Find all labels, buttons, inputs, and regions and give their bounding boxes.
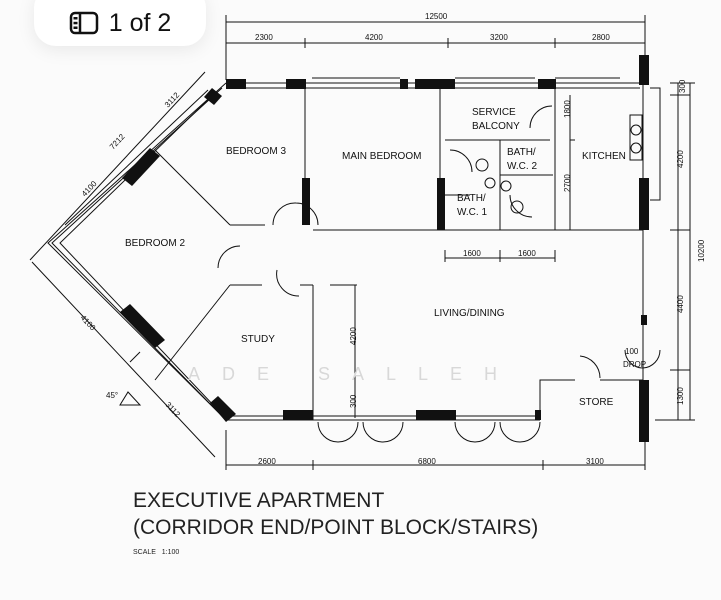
dim-kitchen: 2700 (563, 174, 572, 192)
room-label-bath1: W.C. 1 (457, 207, 487, 218)
room-label-bedroom2: BEDROOM 2 (125, 238, 185, 249)
plan-scale: SCALE 1:100 (133, 549, 180, 556)
interior-walls (154, 88, 643, 420)
dim-top: 2800 (592, 33, 610, 42)
dim-bath: 1600 (463, 249, 481, 258)
watermark: ADE SALLEH (188, 364, 519, 384)
room-label-bath2: W.C. 2 (507, 161, 537, 172)
dim-diag: 7212 (108, 132, 127, 152)
dimension-lines (29, 15, 695, 470)
dim-bottom: 2600 (258, 457, 276, 466)
plan-subtitle: (CORRIDOR END/POINT BLOCK/STAIRS) (133, 516, 539, 539)
room-label-store: STORE (579, 397, 614, 408)
dim-top: 3200 (490, 33, 508, 42)
dim-bottom: 6800 (418, 457, 436, 466)
solid-walls (120, 55, 649, 442)
dim-bath: 1600 (518, 249, 536, 258)
dim-living: 300 (349, 394, 358, 408)
room-label-study: STUDY (241, 334, 275, 345)
dim-living: 4200 (349, 327, 358, 345)
outer-wall (47, 82, 644, 440)
drop-label: DROP (623, 360, 646, 369)
dim-bottom: 3100 (586, 457, 604, 466)
dim-diag: 3112 (164, 400, 183, 419)
door-arcs (217, 105, 661, 379)
room-label-service-balcony: BALCONY (472, 121, 520, 132)
dim-total: 12500 (425, 12, 448, 21)
room-label-bath2: BATH/ (507, 147, 536, 158)
dim-right: 300 (678, 79, 687, 93)
dim-top: 4200 (365, 33, 383, 42)
dim-diag: 4100 (79, 313, 98, 333)
room-label-kitchen: KITCHEN (582, 151, 626, 162)
room-label-bath1: BATH/ (457, 193, 486, 204)
page-counter: 1 of 2 (108, 8, 172, 37)
dim-right: 4200 (676, 150, 685, 168)
gallery-icon (69, 11, 98, 35)
angle-label: 45° (106, 391, 118, 400)
dim-right: 4400 (676, 295, 685, 313)
room-label-service-balcony: SERVICE (472, 107, 516, 118)
room-label-bedroom3: BEDROOM 3 (226, 146, 286, 157)
dim-kitchen: 1800 (563, 100, 572, 118)
dim-top: 2300 (255, 33, 273, 42)
dim-right-total: 10200 (697, 239, 706, 262)
room-label-living-dining: LIVING/DINING (434, 308, 505, 319)
dim-right: 1300 (676, 387, 685, 405)
room-label-main-bedroom: MAIN BEDROOM (342, 151, 421, 162)
page-counter-badge[interactable]: 1 of 2 (34, 0, 206, 46)
drop-label: 100 (625, 347, 639, 356)
plan-title: EXECUTIVE APARTMENT (133, 489, 385, 512)
